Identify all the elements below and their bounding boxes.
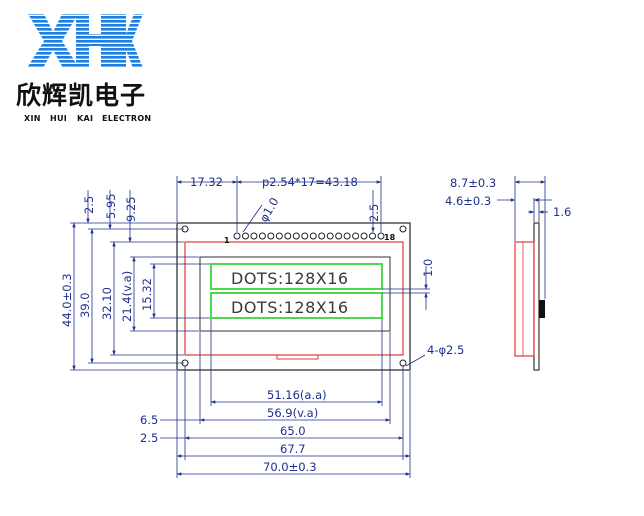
dim-width-6-5: 6.5 [140, 413, 158, 427]
dim-left-9-25: 9.25 [124, 196, 138, 222]
pin-hole [318, 232, 326, 240]
front-view: DOTS:128X16 DOTS:128X16 1 18 [176, 222, 411, 371]
dim-width-51-16: 51.16(a.a) [267, 388, 327, 402]
dim-left-2-5: 2.5 [82, 196, 96, 214]
mount-hole [399, 359, 407, 367]
dim-width-65: 65.0 [280, 424, 306, 438]
pin-hole [267, 232, 275, 240]
pin-hole [309, 232, 317, 240]
brand-english-word: ELECTRON [102, 114, 152, 123]
dim-height-44: 44.0±0.3 [60, 273, 74, 327]
dim-pin-right-2-5: 2.5 [367, 204, 381, 222]
pin-hole [343, 232, 351, 240]
pin-hole [233, 232, 241, 240]
dim-height-15-32: 15.32 [140, 278, 154, 311]
pin-hole [352, 232, 360, 240]
pin-hole [241, 232, 249, 240]
side-dim-total: 8.7±0.3 [450, 176, 496, 190]
pin-label-last: 18 [384, 233, 396, 242]
side-dim-module: 4.6±0.3 [445, 194, 491, 208]
dim-left-5-95: 5.95 [104, 193, 118, 219]
side-view: 8.7±0.3 4.6±0.3 1.6 [445, 176, 571, 371]
display-line-1 [210, 263, 383, 290]
brand-english-word: KAI [77, 114, 94, 123]
pin-hole [377, 232, 385, 240]
dim-pin-hole: φ1.0 [256, 195, 281, 224]
dim-height-32-10: 32.10 [100, 287, 114, 320]
dim-width-2-5: 2.5 [140, 431, 158, 445]
pin-hole [369, 232, 377, 240]
dim-height-39: 39.0 [78, 292, 92, 318]
dim-width-70: 70.0±0.3 [263, 460, 317, 474]
display-line-2 [210, 292, 383, 319]
dim-17-32: 17.32 [190, 175, 223, 189]
pin-label-first: 1 [224, 236, 230, 245]
brand-english-word: XIN [24, 114, 41, 123]
dim-mount-hole: 4-φ2.5 [427, 343, 464, 357]
dim-line-gap: 1.0 [421, 259, 435, 277]
brand-english-word: HUI [50, 114, 68, 123]
pin-hole [292, 232, 300, 240]
display-text-2: DOTS:128X16 [231, 298, 349, 317]
bezel-outline [184, 241, 404, 356]
xhk-logo-icon [27, 14, 143, 68]
pin-hole [335, 232, 343, 240]
dim-width-56-9: 56.9(v.a) [267, 406, 318, 420]
dim-height-21-4: 21.4(v.a) [120, 271, 134, 322]
mount-hole [399, 225, 407, 233]
dim-width-67-7: 67.7 [280, 442, 306, 456]
brand-chinese-name: 欣辉凯电子 [15, 81, 146, 110]
display-text-1: DOTS:128X16 [231, 269, 349, 288]
side-pcb [533, 222, 540, 371]
front-dimensions [70, 176, 430, 478]
pin-hole [258, 232, 266, 240]
pin-hole [326, 232, 334, 240]
side-dim-pcb: 1.6 [553, 205, 571, 219]
dimension-labels: 17.32 p2.54*17=43.18 φ1.0 2.5 2.5 5.95 9… [60, 175, 464, 474]
dim-pin-pitch: p2.54*17=43.18 [262, 175, 358, 189]
bezel-tab [276, 355, 319, 360]
pin-hole [301, 232, 309, 240]
pcb-outline [176, 222, 411, 371]
viewing-area [199, 256, 391, 332]
pin-hole [284, 232, 292, 240]
pin-hole [250, 232, 258, 240]
side-connector [539, 300, 545, 318]
pin-hole [360, 232, 368, 240]
pin-hole [275, 232, 283, 240]
side-bezel [514, 241, 535, 357]
brand-logo: 欣辉凯电子 XIN HUI KAI ELECTRON [6, 8, 156, 123]
pin-header [233, 232, 385, 240]
